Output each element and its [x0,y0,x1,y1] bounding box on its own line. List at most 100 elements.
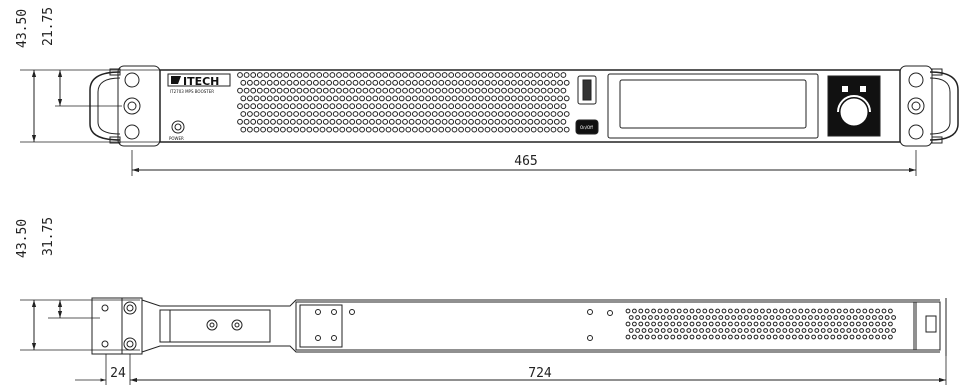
vent-hole [283,72,290,78]
vent-hole [795,315,800,320]
vent-hole [240,111,247,117]
vent-hole [657,308,663,314]
vent-hole [760,321,765,327]
vent-hole [660,328,666,333]
rotary-knob [839,97,869,127]
front-view [20,65,959,176]
vent-hole [507,72,514,78]
vent-hole [524,95,530,102]
vent-hole [540,72,547,78]
vent-hole [849,308,855,314]
vent-hole [514,72,521,78]
vent-hole [478,111,484,117]
vent-hole [676,308,682,314]
vent-hole [524,79,530,86]
vent-hole [349,87,356,94]
vent-hole [750,328,756,333]
vent-hole [263,103,270,110]
vent-hole [369,87,375,94]
vent-hole [517,95,524,102]
vent-hole [504,95,511,102]
vent-hole [689,308,695,314]
vent-hole [878,315,884,320]
vent-hole [276,72,283,78]
vent-hole [865,328,871,333]
vent-hole [501,103,507,110]
vent-hole [689,321,695,327]
vent-hole [319,126,326,133]
vent-hole [843,321,848,327]
vent-hole [734,308,740,314]
vent-hole [425,126,432,133]
vent-hole [468,87,474,94]
vent-hole [438,111,445,117]
vent-hole [553,72,560,78]
vent-hole [664,334,669,340]
vent-hole [306,111,313,117]
vent-hole [237,103,243,110]
vent-hole [833,315,839,320]
vent-hole [524,126,530,133]
vent-hole [891,328,896,333]
vent-hole [875,334,880,340]
front-panel [159,69,901,143]
vent-hole [648,328,653,333]
vent-hole [763,328,768,333]
vent-hole [296,118,303,125]
vent-hole [256,103,263,110]
vent-hole [795,328,800,333]
vent-hole [468,118,474,125]
vent-hole [435,118,441,125]
vent-hole [747,334,752,340]
vent-hole [405,126,412,133]
vent-hole [402,87,408,94]
vent-hole [326,79,333,86]
vent-hole [664,321,669,327]
vent-hole [779,334,784,340]
vent-hole [635,315,640,320]
vent-hole [365,79,372,86]
vent-hole [651,334,656,340]
brand-label: ITECH [183,75,219,88]
vent-hole [283,118,290,125]
vent-hole [263,87,270,94]
vent-hole [461,118,468,125]
vent-hole [280,111,286,117]
usb-port [577,75,597,105]
vent-hole [474,72,481,78]
vent-hole [270,118,276,125]
vent-hole [316,103,323,110]
vent-hole [408,72,415,78]
vent-hole [868,321,874,327]
vent-hole [448,103,455,110]
vent-hole [405,95,412,102]
vent-hole [253,126,260,133]
vent-hole [702,308,708,314]
vent-hole [537,111,544,117]
vent-hole [359,95,366,102]
vent-hole [814,315,820,320]
power-button [171,120,185,134]
vent-hole [638,334,644,340]
vent-hole [306,126,313,133]
vent-hole [530,126,537,133]
vent-hole [385,79,392,86]
vent-hole [385,95,392,102]
vent-hole [398,95,405,102]
vent-hole [544,126,550,133]
vent-hole [306,95,313,102]
vent-hole [728,321,733,327]
vent-hole [425,111,432,117]
vent-hole [286,126,293,133]
vent-hole [250,72,257,78]
vent-hole [481,87,488,94]
vent-hole [461,103,468,110]
vent-hole [740,321,746,327]
vent-hole [438,79,445,86]
vent-hole [792,334,797,340]
vent-hole [680,328,685,333]
vent-hole [785,308,791,314]
rack-bracket [91,297,143,355]
vent-hole [382,103,389,110]
vent-hole [441,118,448,125]
